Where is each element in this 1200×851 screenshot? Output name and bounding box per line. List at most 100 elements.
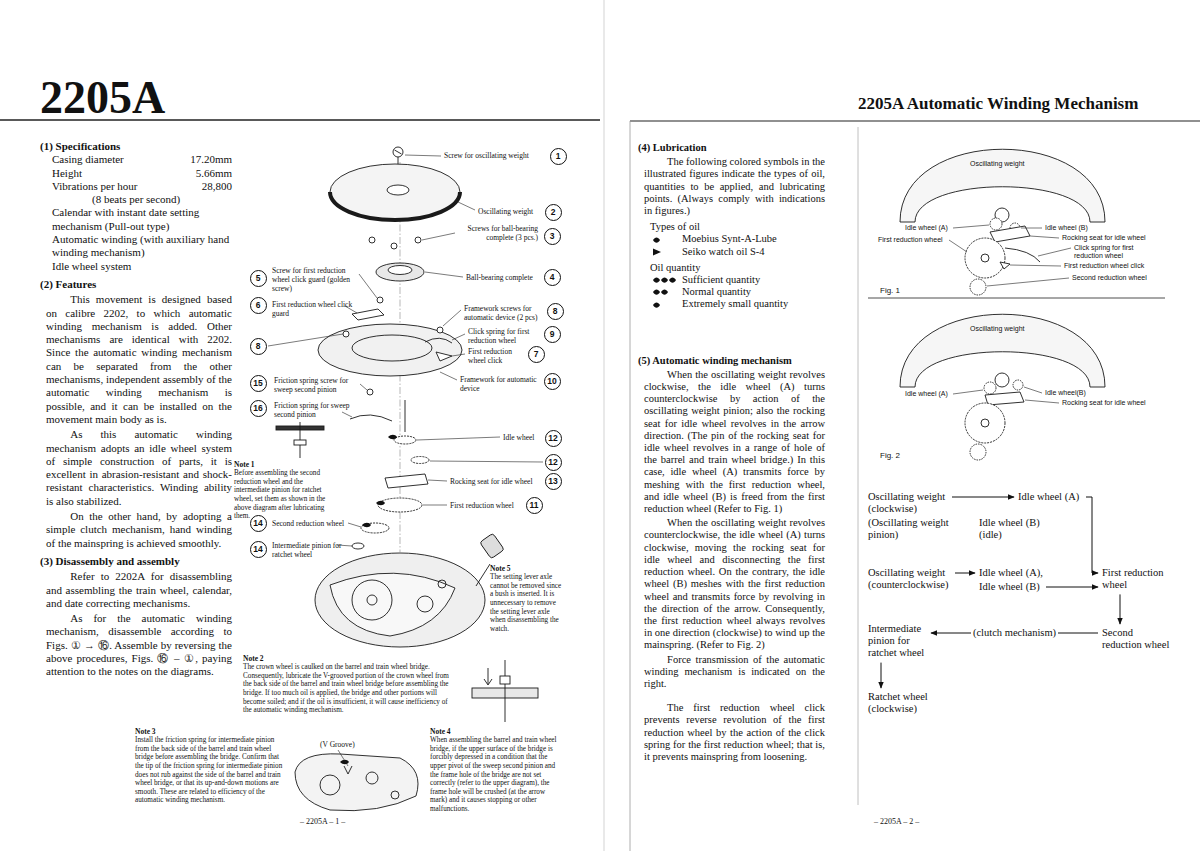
rule-line	[604, 0, 605, 851]
spec-row: Height 5.66mm	[40, 167, 232, 180]
exploded-view	[505, 660, 506, 722]
page-number: – 2205A – 1 –	[300, 817, 345, 827]
leader-line	[953, 390, 983, 394]
winding-figure	[900, 314, 1105, 387]
section-heading: (1) Specifications	[40, 140, 232, 153]
leader-line	[949, 225, 1071, 403]
callout-number: 13	[545, 473, 562, 490]
spec-value: Vibrations per hour	[52, 180, 138, 193]
figure-label: (V Groove)	[320, 740, 355, 749]
flow-arrow	[955, 573, 975, 574]
spec-line: Calendar with instant date setting mecha…	[40, 206, 232, 233]
exploded-view	[436, 352, 452, 361]
section-heading: (2) Features	[40, 278, 232, 291]
leader-line	[405, 155, 441, 156]
oil-drop	[653, 237, 660, 242]
part-label: Friction spring for sweep second pinion	[274, 401, 354, 419]
leader-line	[359, 274, 377, 298]
spec-row: Vibrations per hour28,800	[40, 180, 232, 193]
spec-value: Casing diameter	[52, 153, 124, 166]
callout-number: 12	[545, 430, 562, 447]
exploded-view	[352, 543, 364, 549]
callout-digit: 8	[256, 342, 261, 351]
callout-digit: 14	[253, 519, 262, 528]
step-text: Idle wheel (B) (idle)	[979, 517, 1040, 540]
callout-digit: 10	[547, 377, 556, 386]
exploded-view	[352, 309, 384, 320]
exploded-view	[437, 327, 443, 333]
spec-value: 5.66mm	[196, 167, 232, 180]
leader-line	[452, 334, 465, 340]
figure-label: First reduction wheel click	[1064, 262, 1144, 270]
exploded-view	[343, 331, 349, 337]
flow-step: First reduction wheel	[1100, 566, 1168, 592]
figure-label: Rocking seat for idle wheel	[1062, 399, 1146, 407]
winding-figure	[965, 403, 1005, 443]
callout-number: 4	[544, 269, 561, 286]
note-heading: Note 3	[135, 727, 156, 736]
figure-label: Idle wheel(B)	[1045, 389, 1086, 397]
callout-digit: 2	[551, 208, 556, 217]
part-label: Oscillating weight	[478, 207, 533, 216]
leader-line	[1021, 228, 1042, 229]
callout-digit: 5	[256, 274, 261, 283]
page-header: 2205A Automatic Winding Mechanism	[858, 94, 1138, 114]
legend-item: Moebius Synt-A-Lube	[638, 233, 825, 245]
body-paragraph: The following colored symbols in the ill…	[638, 156, 825, 217]
exploded-view	[366, 772, 378, 784]
callout-number: 11	[526, 497, 543, 514]
step-text: (Oscillating weight pinion)	[868, 517, 949, 540]
body-paragraph: Refer to 2202A for disassembling and ass…	[40, 570, 232, 610]
callout-digit: 14	[253, 545, 262, 554]
sub-heading: Types of oil	[638, 221, 825, 233]
leader-line	[422, 233, 455, 240]
note-heading: Note 1	[234, 460, 255, 469]
spec-value: Height	[52, 167, 82, 180]
figure-caption: Fig. 1	[880, 286, 900, 296]
body-paragraph: The first reduction wheel click prevents…	[638, 702, 825, 763]
exploded-view	[480, 533, 505, 559]
exploded-view	[385, 474, 428, 488]
step-text: Second reduction wheel	[1102, 627, 1169, 650]
figure-label: Click spring for first reduction wheel	[1074, 244, 1164, 261]
callout-number: 8	[547, 303, 564, 320]
leader-line	[440, 372, 457, 380]
oil-drop	[653, 248, 661, 255]
sub-heading: Oil quantity	[638, 262, 825, 274]
spec-value: 17.20mm	[190, 153, 232, 166]
figure-label: Second reduction wheel	[1072, 274, 1147, 282]
flow-step: Intermediate pinion for ratchet wheel	[866, 622, 929, 661]
callout-digit: 11	[530, 501, 539, 510]
exploded-view	[484, 668, 492, 685]
part-label: First reduction wheel click guard	[272, 300, 357, 318]
winding-figure	[970, 444, 986, 460]
figure-label: Idle wheel (A)	[905, 224, 948, 232]
leader-line	[423, 505, 447, 506]
winding-figure	[965, 238, 1005, 278]
leader-line	[953, 225, 989, 228]
leader-line	[425, 272, 463, 277]
exploded-view	[425, 338, 452, 343]
exploded-view	[476, 564, 490, 586]
exploded-view	[391, 243, 397, 249]
exploded-view	[415, 237, 421, 243]
flow-arrow	[1046, 587, 1098, 588]
callout-digit: 1	[556, 152, 561, 161]
callout-number: 15	[250, 375, 267, 392]
leader-line	[987, 278, 1069, 286]
exploded-view	[294, 440, 306, 445]
spec-line: (8 beats per second)	[40, 193, 232, 206]
exploded-view	[369, 237, 375, 243]
leader-line	[360, 384, 367, 390]
part-label: Screw for first reduction wheel click gu…	[272, 266, 362, 293]
leader-line	[417, 437, 500, 440]
rule-line	[630, 121, 631, 851]
oil-drop	[653, 278, 660, 283]
leader-line	[342, 412, 352, 417]
exploded-view	[295, 754, 418, 811]
exploded-view	[352, 335, 432, 361]
step-text: Intermediate pinion for ratchet wheel	[868, 623, 924, 658]
winding-figure	[990, 218, 1002, 230]
leader-line	[1038, 248, 1071, 256]
